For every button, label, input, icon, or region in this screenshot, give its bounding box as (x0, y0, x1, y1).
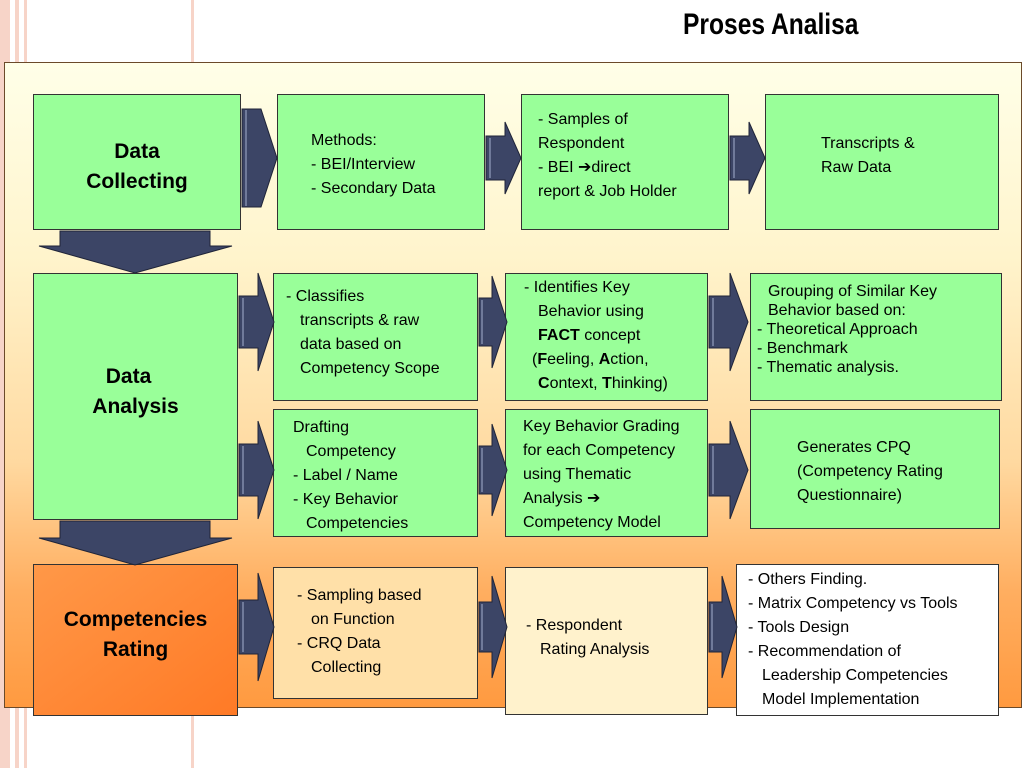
text-line: Rating Analysis (540, 641, 650, 658)
text-line: Competency Model (523, 514, 661, 531)
text-line: Competency Scope (300, 360, 440, 377)
text-span: ontext, (549, 375, 603, 392)
samples-box: - Samples of Respondent - BEI ➔direct re… (521, 94, 729, 230)
text-line: on Function (311, 611, 395, 628)
text-line: Key Behavior Grading (523, 418, 680, 435)
grouping-box: Grouping of Similar Key Behavior based o… (750, 273, 1002, 401)
text-line: (Competency Rating (797, 463, 943, 480)
text-line: Generates CPQ (797, 439, 911, 456)
text-line: - Key Behavior (293, 491, 398, 508)
block-arrow-icon (238, 272, 276, 372)
text-line: - Thematic analysis. (757, 359, 899, 376)
text-line: Drafting (293, 419, 350, 436)
text-line: Transcripts & (821, 135, 915, 152)
text-line: Respondent (538, 135, 625, 152)
text-line: Leadership Competencies (762, 667, 948, 684)
text-line: Methods: (311, 132, 377, 149)
text-span: Analysis (523, 490, 588, 507)
text-line: Behavior using (538, 303, 644, 320)
text-line: Grouping of Similar Key (768, 283, 937, 300)
text-line: - Samples of (538, 111, 628, 128)
text-line: - Matrix Competency vs Tools (748, 595, 958, 612)
text-span: ( (532, 351, 538, 368)
block-arrow-icon (238, 572, 276, 682)
text-line: report & Job Holder (538, 183, 677, 200)
stage-data-analysis: Data Analysis (33, 273, 238, 520)
respondent-box: - Respondent Rating Analysis (505, 567, 708, 715)
text-span: hinking) (611, 375, 668, 392)
page-title: Proses Analisa (683, 8, 859, 41)
transcripts-box: Transcripts & Raw Data (765, 94, 999, 230)
text-span: direct (591, 159, 631, 176)
stage-label-line: Data (105, 365, 152, 388)
stage-label-line: Rating (102, 638, 169, 661)
text-span: C (538, 375, 550, 392)
text-span: eeling, (547, 351, 599, 368)
text-span: A (598, 351, 611, 368)
block-arrow-icon (708, 420, 750, 520)
block-arrow-icon (38, 520, 234, 566)
text-line: - Tools Design (748, 619, 850, 636)
text-line: - Sampling based (297, 587, 422, 604)
text-line: transcripts & raw (300, 312, 420, 329)
stage-label-line: Analysis (92, 395, 179, 418)
text-line: using Thematic (523, 466, 632, 483)
block-arrow-icon (478, 420, 508, 520)
text-line: Model Implementation (762, 691, 920, 708)
sampling-box: - Sampling based on Function - CRQ Data … (273, 567, 478, 699)
text-line: Collecting (311, 659, 382, 676)
text-line: - Recommendation of (748, 643, 901, 660)
block-arrow-icon (238, 420, 276, 520)
text-span: F (537, 351, 548, 368)
text-span: T (602, 375, 612, 392)
drafting-box: Drafting Competency - Label / Name - Key… (273, 409, 478, 537)
identifies-box: - Identifies Key Behavior using FACT con… (505, 273, 708, 401)
stage-label-line: Collecting (86, 170, 188, 193)
classifies-box: - Classifies transcripts & raw data base… (273, 273, 478, 401)
text-line: - Theoretical Approach (757, 321, 918, 338)
block-arrow-icon (708, 272, 750, 372)
text-line: Questionnaire) (797, 487, 902, 504)
text-span: - BEI (538, 159, 579, 176)
text-line: - Label / Name (293, 467, 398, 484)
text-line: - Benchmark (757, 340, 848, 357)
grading-box: Key Behavior Grading for each Competency… (505, 409, 708, 537)
text-line: data based on (300, 336, 402, 353)
block-arrow-icon (241, 108, 279, 208)
block-arrow-icon (478, 272, 508, 372)
cpq-box: Generates CPQ (Competency Rating Questio… (750, 409, 1000, 529)
block-arrow-icon (485, 108, 523, 208)
text-line: - Identifies Key (524, 279, 630, 296)
stage-data-collecting: Data Collecting (33, 94, 241, 230)
text-line: for each Competency (523, 442, 676, 459)
text-line: - Respondent (526, 617, 623, 634)
stage-label-line: Competencies (63, 608, 208, 631)
text-line: Raw Data (821, 159, 892, 176)
text-line: - Secondary Data (311, 180, 436, 197)
text-line: Competencies (306, 515, 409, 532)
stage-competencies-rating: Competencies Rating (33, 564, 238, 716)
block-arrow-icon (478, 572, 508, 682)
text-line: Competency (306, 443, 396, 460)
methods-box: Methods: - BEI/Interview - Secondary Dat… (277, 94, 485, 230)
text-line: - Classifies (286, 288, 365, 305)
text-line: - BEI/Interview (311, 156, 416, 173)
text-line: - Others Finding. (748, 571, 868, 588)
right-arrow-icon: ➔ (587, 490, 601, 507)
text-span: concept (579, 327, 641, 344)
block-arrow-icon (729, 108, 767, 208)
right-arrow-icon: ➔ (578, 159, 592, 176)
text-line: - CRQ Data (297, 635, 381, 652)
others-box: - Others Finding. - Matrix Competency vs… (736, 564, 999, 716)
text-span: FACT (538, 327, 580, 344)
stage-label-line: Data (114, 140, 160, 163)
text-line: Behavior based on: (768, 302, 906, 319)
block-arrow-icon (38, 230, 234, 274)
block-arrow-icon (708, 572, 738, 682)
text-span: ction, (610, 351, 649, 368)
